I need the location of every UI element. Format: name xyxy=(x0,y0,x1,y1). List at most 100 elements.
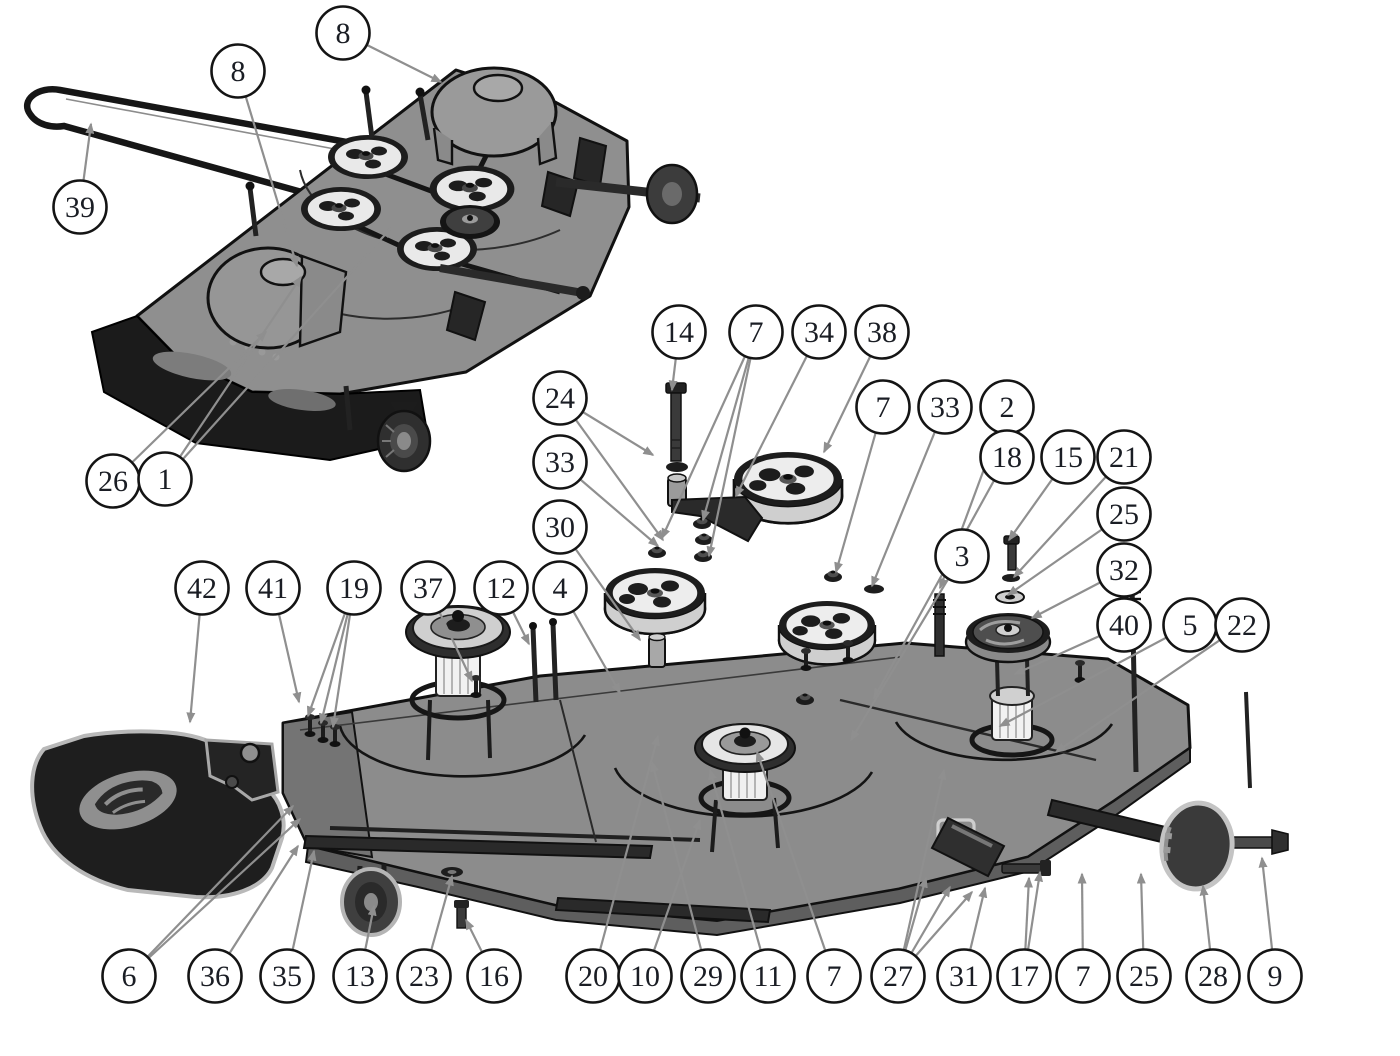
callout-balloon xyxy=(259,948,315,1004)
callout-10-37: 10 xyxy=(617,948,673,1004)
leader-line-5 xyxy=(998,624,1191,727)
callout-29-38: 29 xyxy=(680,948,736,1004)
callout-number: 11 xyxy=(754,960,783,993)
callout-number: 5 xyxy=(1183,609,1198,642)
belt-cover-top xyxy=(430,66,558,166)
callout-balloon xyxy=(174,560,230,616)
spindle-assembly-left xyxy=(405,605,511,761)
callout-balloon xyxy=(245,560,301,616)
callout-number: 12 xyxy=(486,572,516,605)
callout-number: 33 xyxy=(930,391,960,424)
callout-balloon xyxy=(934,528,990,584)
callout-number: 13 xyxy=(345,960,375,993)
callout-balloon xyxy=(315,5,371,61)
callout-balloon xyxy=(791,304,847,360)
callout-20-36: 20 xyxy=(565,948,621,1004)
callout-balloon xyxy=(466,948,522,1004)
callout-balloon xyxy=(680,948,736,1004)
callout-27-41: 27 xyxy=(870,948,926,1004)
blade-center xyxy=(554,896,772,924)
leader-line-33 xyxy=(870,406,947,588)
callout-number: 15 xyxy=(1053,441,1083,474)
callout-3-20: 3 xyxy=(934,528,990,584)
leader-line-20 xyxy=(591,734,660,977)
callout-6-30: 6 xyxy=(101,948,157,1004)
callout-balloon xyxy=(996,948,1052,1004)
callout-balloon xyxy=(1247,948,1303,1004)
callout-7-6: 7 xyxy=(728,304,784,360)
spacer-30 xyxy=(648,632,666,668)
deck-pulley-1 xyxy=(327,134,409,180)
rod xyxy=(550,623,559,701)
callout-19-26: 19 xyxy=(326,560,382,616)
callout-number: 28 xyxy=(1198,960,1228,993)
callout-number: 35 xyxy=(272,960,302,993)
callout-balloon xyxy=(806,948,862,1004)
leader-line-34 xyxy=(735,331,820,498)
callout-balloon xyxy=(979,429,1035,485)
callout-number: 32 xyxy=(1109,554,1139,587)
spindle-assembly-right xyxy=(969,657,1055,758)
callout-balloon xyxy=(1214,597,1270,653)
callout-39-2: 39 xyxy=(52,179,108,235)
callout-number: 39 xyxy=(65,191,95,224)
callout-number: 7 xyxy=(827,960,842,993)
callout-number: 23 xyxy=(409,960,439,993)
callout-number: 4 xyxy=(553,572,568,605)
deck-studs xyxy=(247,91,431,431)
stud-2 xyxy=(933,593,946,657)
callout-balloon xyxy=(1096,429,1152,485)
callout-balloon xyxy=(936,948,992,1004)
callout-36-31: 36 xyxy=(187,948,243,1004)
idler-pulley-2 xyxy=(777,599,877,666)
rod xyxy=(530,627,539,703)
callout-number: 7 xyxy=(1076,960,1091,993)
callout-balloon xyxy=(532,560,588,616)
callout-22-23: 22 xyxy=(1214,597,1270,653)
bolt-16 xyxy=(454,900,469,929)
callout-number: 7 xyxy=(749,316,764,349)
callout-balloon xyxy=(137,451,193,507)
leader-line-1 xyxy=(164,275,302,480)
callout-40-21: 40 xyxy=(1096,597,1152,653)
callout-41-25: 41 xyxy=(245,560,301,616)
leader-line-29 xyxy=(650,760,710,977)
callout-9-47: 9 xyxy=(1247,948,1303,1004)
callout-1-4: 1 xyxy=(137,451,193,507)
spindle-assembly-center xyxy=(694,723,796,853)
callout-number: 14 xyxy=(664,316,694,349)
callout-balloon xyxy=(617,948,673,1004)
callout-balloon xyxy=(532,499,588,555)
callout-number: 8 xyxy=(231,55,246,88)
callout-2-14: 2 xyxy=(979,379,1035,435)
callout-7-40: 7 xyxy=(806,948,862,1004)
leader-line-7 xyxy=(701,331,758,522)
callout-37-27: 37 xyxy=(400,560,456,616)
callout-33-10: 33 xyxy=(532,434,588,490)
callout-balloon xyxy=(1116,948,1172,1004)
callout-balloon xyxy=(210,43,266,99)
chute-logo xyxy=(79,770,177,830)
callout-23-34: 23 xyxy=(396,948,452,1004)
callout-number: 10 xyxy=(630,960,660,993)
callout-number: 17 xyxy=(1009,960,1039,993)
callout-number: 40 xyxy=(1109,609,1139,642)
leader-line-27 xyxy=(896,768,947,977)
leader-line-1 xyxy=(164,226,393,480)
leader-line-8 xyxy=(236,70,299,268)
callout-11-39: 11 xyxy=(740,948,796,1004)
callout-number: 2 xyxy=(1000,391,1015,424)
washer xyxy=(666,462,688,472)
deck-front-skirt xyxy=(90,314,430,462)
callout-number: 20 xyxy=(578,960,608,993)
callout-number: 36 xyxy=(200,960,230,993)
bolt-15 xyxy=(1003,535,1020,571)
callout-number: 3 xyxy=(955,540,970,573)
callout-number: 31 xyxy=(949,960,979,993)
callout-30-11: 30 xyxy=(532,499,588,555)
leader-line-18 xyxy=(873,456,1008,700)
callout-8-1: 8 xyxy=(210,43,266,99)
